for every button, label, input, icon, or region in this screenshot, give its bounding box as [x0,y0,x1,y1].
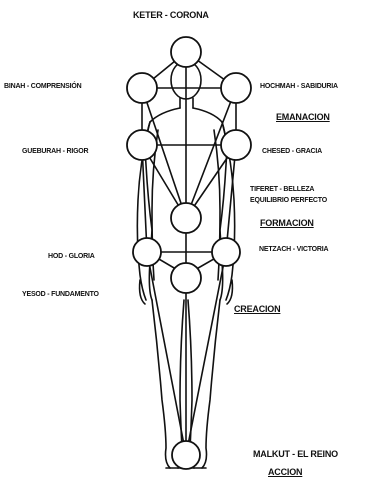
keter-circle [171,37,201,67]
binah-circle [127,73,157,103]
hod-circle [133,238,161,266]
chesed-circle [221,130,251,160]
yesod-circle [171,263,201,293]
netzach-label: NETZACH - VICTORIA [259,246,328,253]
hochmah-label: HOCHMAH - SABIDURIA [260,83,338,90]
emanacion-label: EMANACION [276,112,330,122]
netzach-circle [212,238,240,266]
creacion-label: CREACION [234,304,280,314]
gueburah-circle [127,130,157,160]
binah-label: BINAH - COMPRENSIÓN [4,83,81,90]
accion-label: ACCION [268,467,302,477]
tiferet-label-line1: TIFERET - BELLEZA [250,186,314,193]
tiferet-circle [171,203,201,233]
formacion-label: FORMACION [260,218,314,228]
chesed-label: CHESED - GRACIA [262,148,322,155]
sephirot-circles [127,37,251,469]
malkut-circle [172,441,200,469]
tiferet-label-line2: EQUILIBRIO PERFECTO [250,197,327,204]
hod-label: HOD - GLORIA [48,253,95,260]
malkut-label: MALKUT - EL REINO [253,449,338,459]
hochmah-circle [221,73,251,103]
gueburah-label: GUEBURAH - RIGOR [22,148,88,155]
yesod-label: YESOD - FUNDAMENTO [22,291,99,298]
keter-label: KETER - CORONA [133,10,209,20]
